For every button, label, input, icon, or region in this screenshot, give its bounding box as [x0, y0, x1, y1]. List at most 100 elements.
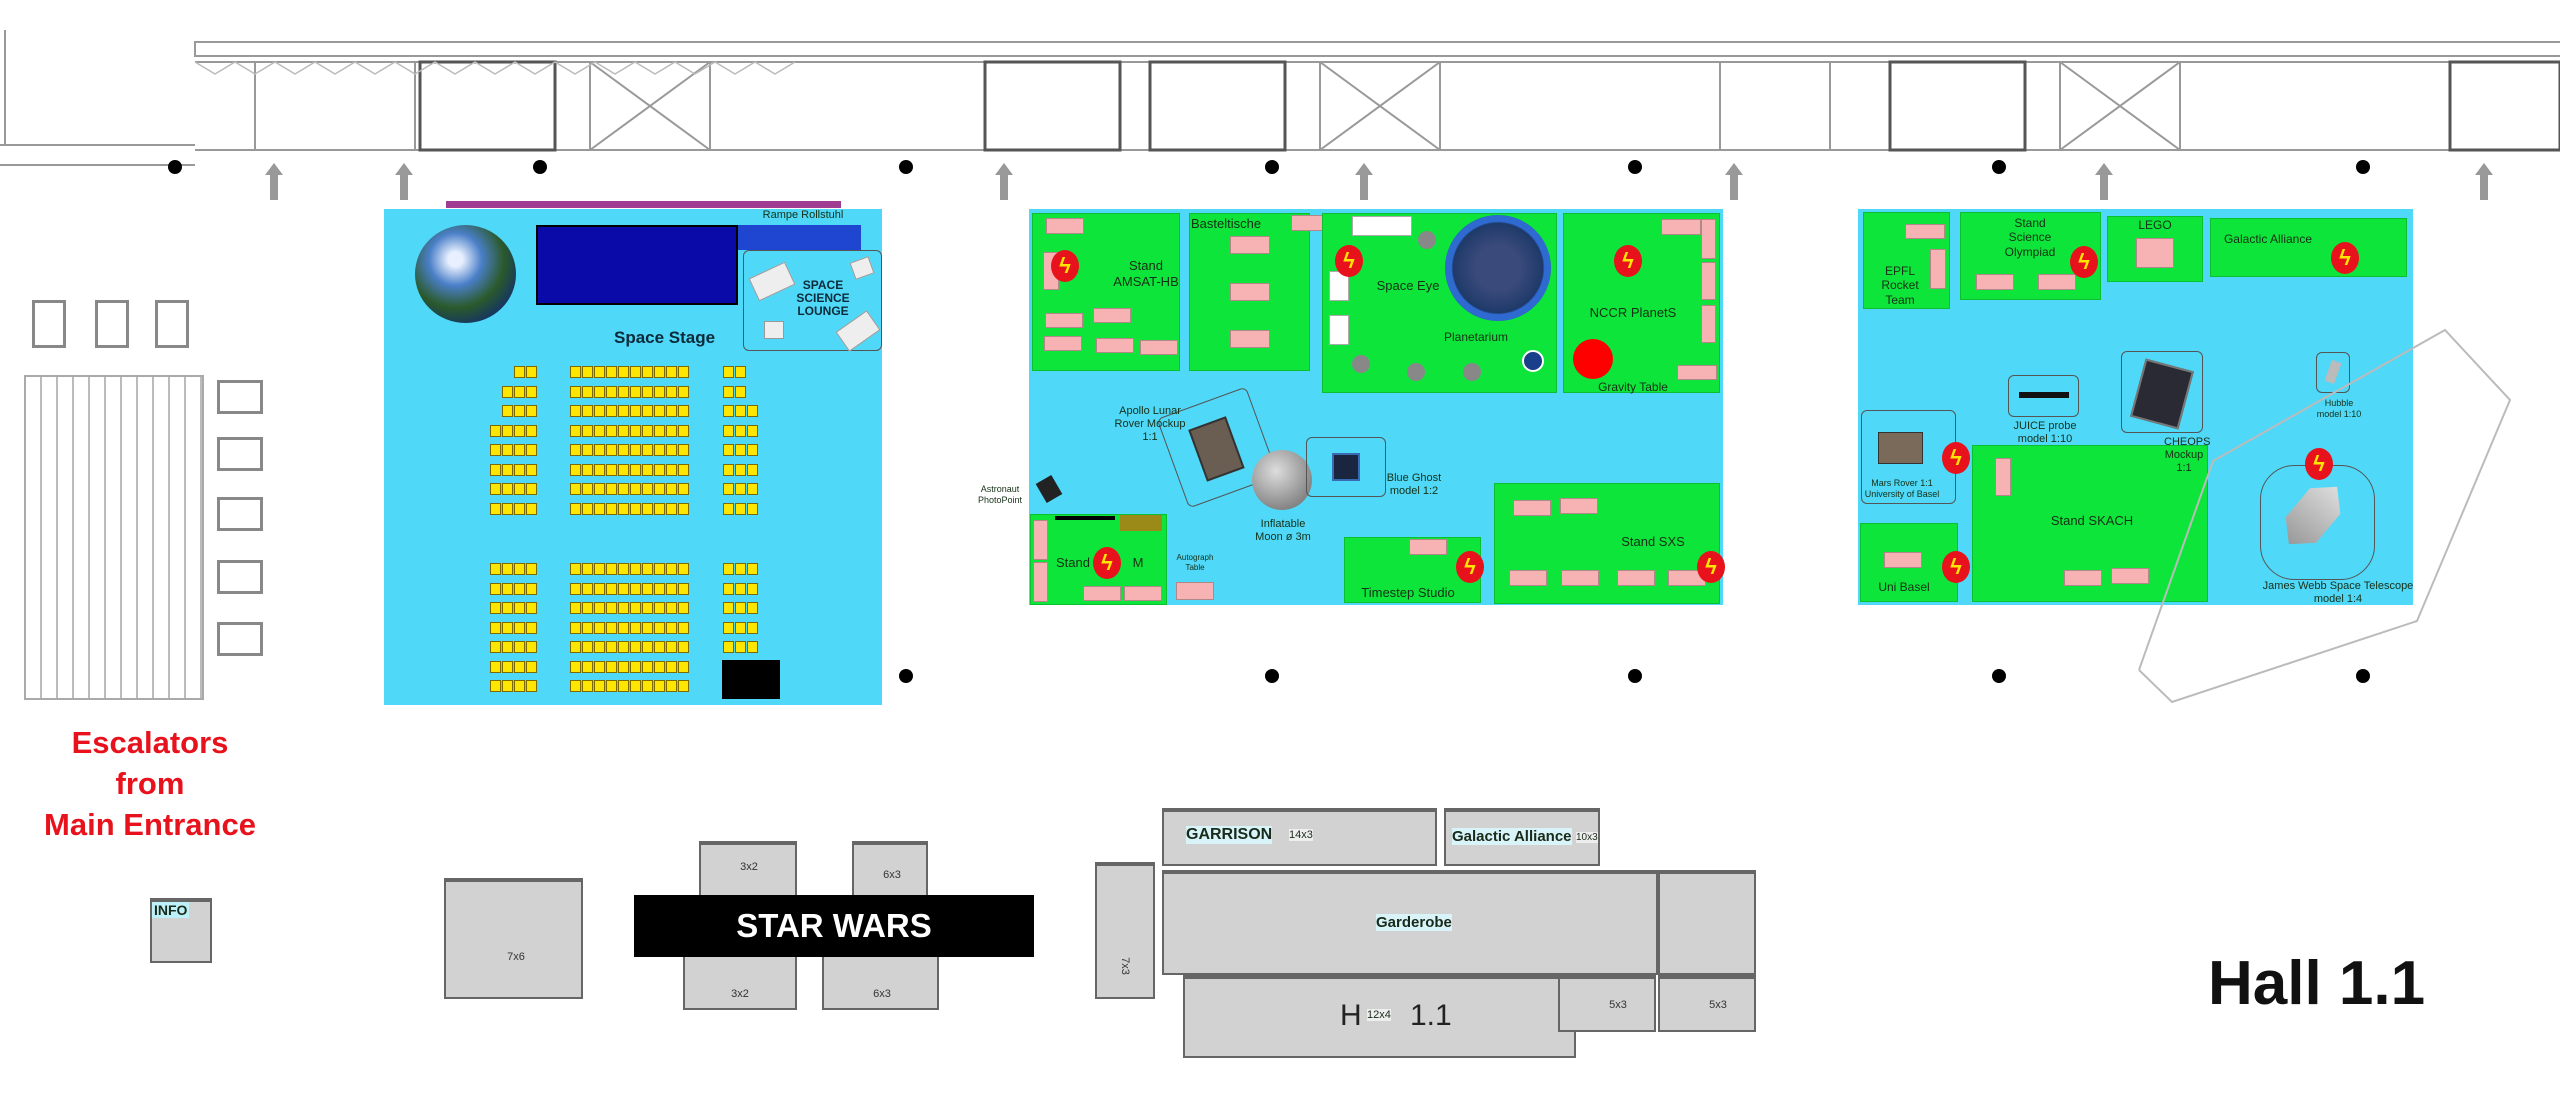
seat [654, 385, 665, 398]
booth-12x4[interactable]: H 12x4 1.1 [1183, 975, 1576, 1058]
seat [747, 563, 758, 575]
seat [654, 602, 665, 614]
column [1265, 669, 1279, 683]
seat [570, 680, 581, 692]
table [2111, 568, 2149, 584]
seat [606, 582, 617, 595]
seat [582, 602, 593, 614]
garrison-label: GARRISON [1186, 826, 1273, 844]
seat [654, 444, 665, 456]
chairs [1329, 315, 1349, 345]
seat-pouf [1407, 363, 1425, 381]
seat [654, 463, 665, 476]
seat [666, 563, 677, 575]
booth-size: 5x3 [1709, 999, 1727, 1011]
seat [606, 502, 617, 515]
seat [582, 582, 593, 595]
seat [514, 621, 525, 634]
seat [514, 582, 525, 595]
table [1661, 219, 1701, 235]
info-label: INFO [152, 902, 190, 918]
seat [594, 660, 605, 673]
seat [630, 641, 641, 653]
column [533, 160, 547, 174]
seat [490, 621, 501, 634]
seat [570, 563, 581, 575]
seat [618, 444, 629, 456]
booth-garrison[interactable]: GARRISON 14x3 [1162, 808, 1437, 866]
rover-image [1188, 416, 1245, 482]
seat [502, 385, 513, 398]
seat [642, 582, 653, 595]
seat [490, 444, 501, 456]
booth-5x3[interactable]: 5x3 [1658, 975, 1756, 1032]
blue-ghost-exhibit[interactable] [1306, 437, 1386, 497]
booth-corner[interactable] [1658, 870, 1756, 975]
booth-3x2-bottom[interactable]: 3x2 [683, 950, 797, 1010]
jwst-exhibit[interactable] [2260, 465, 2375, 580]
seat [654, 405, 665, 417]
brown-crate [1120, 515, 1162, 531]
seat [747, 502, 758, 515]
info-desk[interactable]: INFO [150, 898, 212, 963]
seat [678, 641, 689, 653]
table [1905, 224, 1945, 239]
stand-m-label-suffix: M [1132, 555, 1144, 570]
seat [570, 582, 581, 595]
stage-title: Space Stage [614, 328, 716, 347]
wheelchair-ramp [738, 225, 861, 250]
garderobe[interactable]: Garderobe [1162, 870, 1658, 975]
seat [514, 602, 525, 614]
booth-6x3-top[interactable]: 6x3 [852, 841, 928, 901]
seat [582, 483, 593, 495]
seat [502, 621, 513, 634]
booth-size: 12x4 [1367, 1009, 1391, 1021]
power-icon: ϟ [1093, 547, 1121, 579]
seat [723, 424, 734, 437]
booth-7x6[interactable]: 7x6 [444, 878, 583, 999]
escalator-label-line: from [115, 766, 185, 801]
space-science-lounge[interactable]: SPACE SCIENCE LOUNGE [743, 250, 882, 352]
booth-size: 14x3 [1289, 829, 1313, 841]
seat [594, 424, 605, 437]
garderobe-label: Garderobe [1376, 914, 1452, 931]
seat-pouf [1352, 355, 1370, 373]
stand-galactic-alliance[interactable] [2210, 218, 2407, 277]
seat [582, 424, 593, 437]
jwst-label: James Webb Space Telescope model 1:4 [2262, 580, 2414, 606]
hubble-exhibit[interactable] [2316, 352, 2350, 393]
seat [490, 463, 501, 476]
column [899, 669, 913, 683]
galactic-booth-label: Galactic Alliance [1452, 828, 1572, 845]
juice-probe-exhibit[interactable] [2008, 375, 2079, 417]
seat [514, 483, 525, 495]
logo-icon [1522, 350, 1544, 372]
booth-5x3[interactable]: 5x3 [1558, 975, 1656, 1032]
black-box [722, 660, 780, 699]
armchair [849, 256, 875, 280]
table [1093, 308, 1131, 323]
booth-3x2-top[interactable]: 3x2 [699, 841, 797, 901]
seat [735, 405, 746, 417]
seat [678, 621, 689, 634]
seat [678, 563, 689, 575]
star-wars-banner[interactable]: STAR WARS [634, 895, 1034, 957]
seat [678, 463, 689, 476]
seat [654, 563, 665, 575]
seat [735, 424, 746, 437]
seat [526, 680, 537, 692]
seat [678, 582, 689, 595]
table [1976, 274, 2014, 290]
seat [678, 424, 689, 437]
seat [666, 502, 677, 515]
seat [630, 444, 641, 456]
booth-galactic-alliance[interactable]: Galactic Alliance 10x3 [1444, 808, 1600, 866]
cheops-exhibit[interactable] [2121, 351, 2203, 433]
seat [570, 463, 581, 476]
seat [570, 366, 581, 378]
booth-size: 6x3 [883, 869, 901, 881]
booth-6x3-bottom[interactable]: 6x3 [822, 950, 939, 1010]
booth-7x3[interactable]: 7x3 [1095, 862, 1155, 999]
column [1265, 160, 1279, 174]
seat [735, 582, 746, 595]
